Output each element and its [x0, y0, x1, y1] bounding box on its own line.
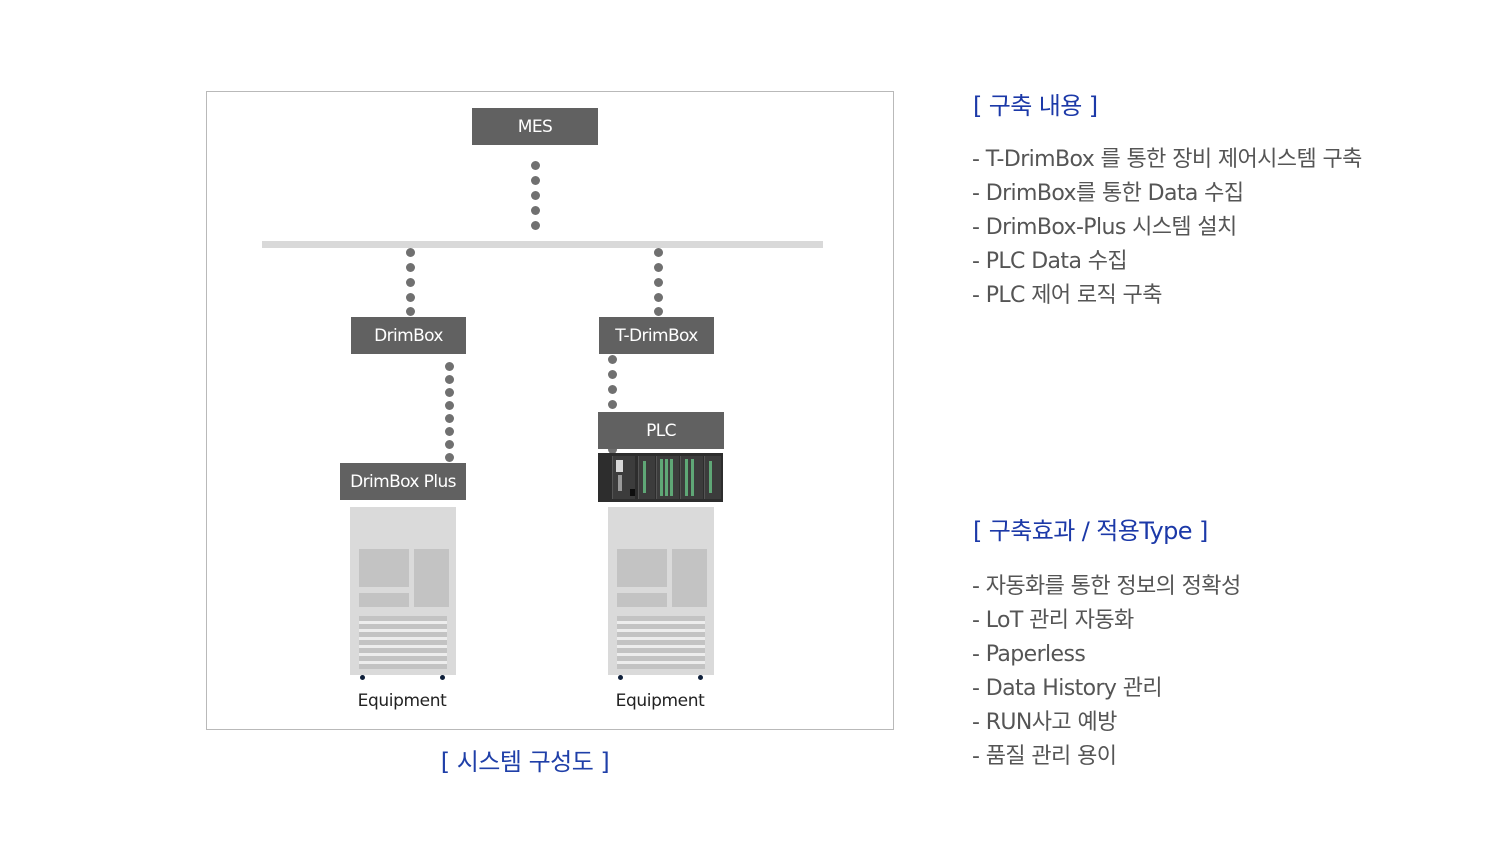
list-item: - 자동화를 통한 정보의 정확성: [972, 574, 1241, 599]
list-item: - PLC Data 수집: [972, 249, 1128, 274]
plc-hardware-image: [598, 453, 723, 502]
plc-node: PLC: [598, 412, 724, 449]
drimbox-plus-node: DrimBox Plus: [340, 463, 466, 500]
list-item: - PLC 제어 로직 구축: [972, 283, 1162, 308]
t-drimbox-node: T-DrimBox: [599, 317, 714, 354]
equipment-cabinet: [608, 507, 714, 680]
list-item: - Paperless: [972, 642, 1086, 667]
list-item: - Data History 관리: [972, 676, 1163, 701]
drimbox-node: DrimBox: [351, 317, 466, 354]
equipment-label: Equipment: [357, 691, 447, 711]
network-bus: [262, 241, 823, 248]
mes-node: MES: [472, 108, 598, 145]
effects-heading: [ 구축효과 / 적용Type ]: [973, 517, 1208, 545]
construction-list: - T-DrimBox 를 통한 장비 제어시스템 구축 - DrimBox를 …: [972, 143, 1362, 313]
construction-heading: [ 구축 내용 ]: [973, 92, 1098, 120]
system-diagram-frame: [206, 91, 894, 730]
list-item: - DrimBox를 통한 Data 수집: [972, 181, 1244, 206]
diagram-caption: [ 시스템 구성도 ]: [440, 748, 610, 776]
list-item: - 품질 관리 용이: [972, 744, 1117, 769]
list-item: - LoT 관리 자동화: [972, 608, 1134, 633]
equipment-label: Equipment: [615, 691, 705, 711]
list-item: - T-DrimBox 를 통한 장비 제어시스템 구축: [972, 147, 1362, 172]
effects-list: - 자동화를 통한 정보의 정확성 - LoT 관리 자동화 - Paperle…: [972, 570, 1241, 774]
list-item: - DrimBox-Plus 시스템 설치: [972, 215, 1237, 240]
equipment-cabinet: [350, 507, 456, 680]
list-item: - RUN사고 예방: [972, 710, 1117, 735]
